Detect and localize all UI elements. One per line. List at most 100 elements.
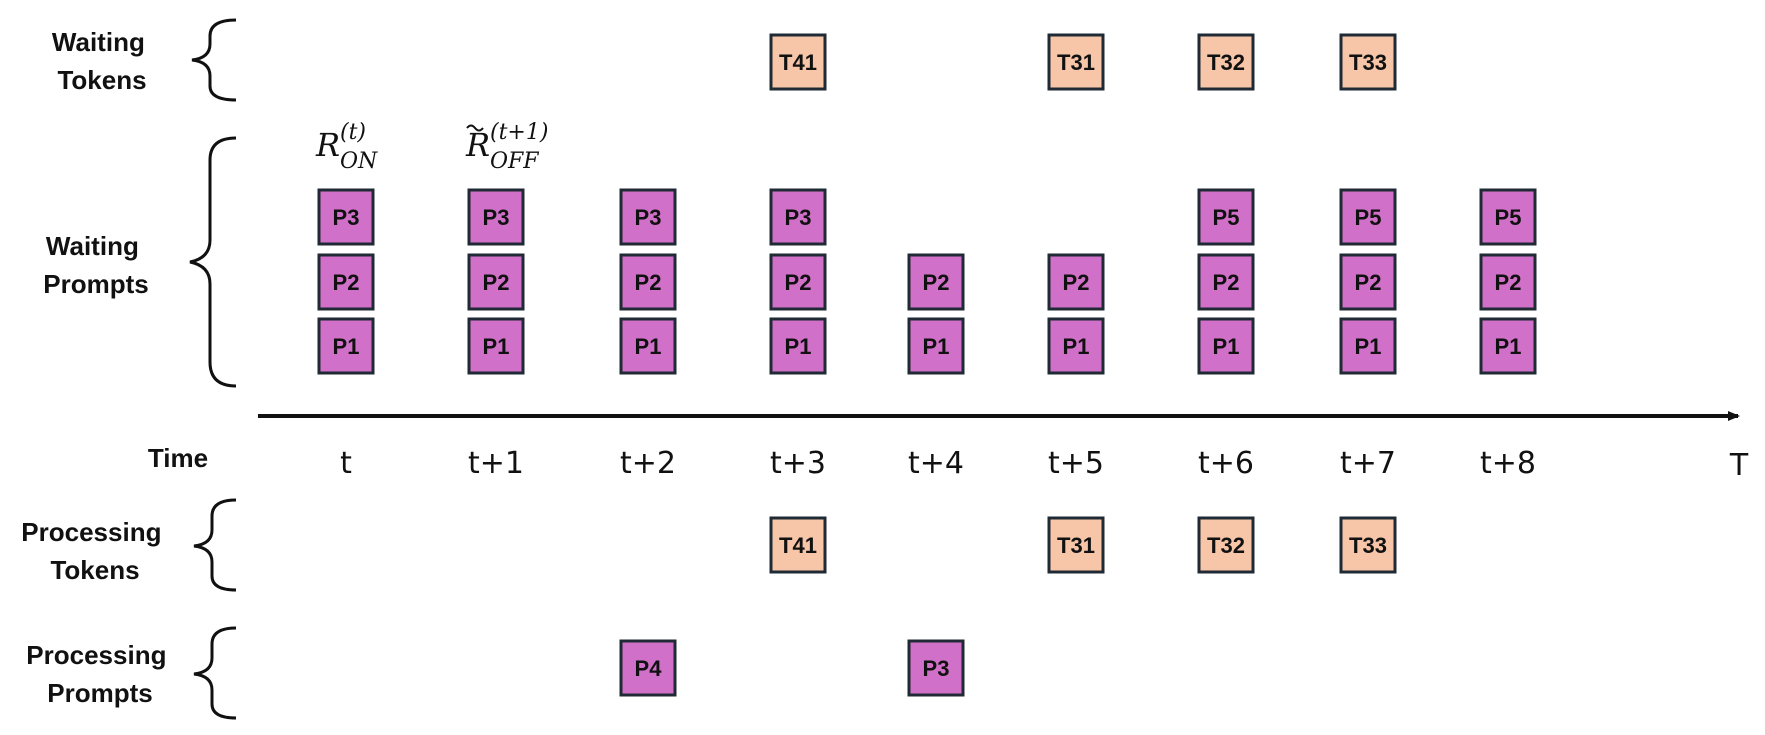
waiting-prompt-box-label: P1 (923, 334, 950, 359)
waiting-prompt-box-label: P1 (333, 334, 360, 359)
waiting-prompt-box: P3 (317, 188, 375, 246)
time-tick-label: t (340, 446, 352, 481)
waiting-token-box: T33 (1339, 33, 1397, 91)
waiting-token-box-label: T41 (779, 50, 817, 75)
waiting-prompt-box-label: P2 (1063, 270, 1090, 295)
time-axis-end-label: T (1729, 448, 1749, 483)
waiting-prompt-box: P1 (467, 317, 525, 375)
waiting-prompt-box: P3 (467, 188, 525, 246)
waiting-prompt-box: P1 (769, 317, 827, 375)
waiting-prompt-box: P5 (1197, 188, 1255, 246)
waiting-prompt-box-label: P1 (1355, 334, 1382, 359)
waiting-prompt-box-label: P2 (923, 270, 950, 295)
time-tick-label: t+6 (1198, 446, 1254, 481)
waiting-prompt-box: P2 (769, 253, 827, 311)
annotation-subscript: OFF (490, 149, 539, 174)
waiting-prompt-box-label: P2 (1213, 270, 1240, 295)
waiting-prompt-box: P1 (1197, 317, 1255, 375)
waiting-token-box: T41 (769, 33, 827, 91)
waiting-prompt-box: P2 (907, 253, 965, 311)
waiting-prompt-box: P2 (1197, 253, 1255, 311)
waiting-token-box-label: T33 (1349, 50, 1387, 75)
time-tick-label: t+2 (620, 446, 676, 481)
waiting-prompt-box: P1 (1339, 317, 1397, 375)
time-tick-label: t+7 (1340, 446, 1396, 481)
time-tick-label: t+5 (1048, 446, 1104, 481)
waiting-prompt-box-label: P3 (333, 205, 360, 230)
waiting-prompt-box-label: P2 (1355, 270, 1382, 295)
processing-tokens-brace (193, 498, 237, 592)
waiting-prompt-box-label: P1 (483, 334, 510, 359)
processing-token-box-label: T32 (1207, 533, 1245, 558)
waiting-prompt-box-label: P1 (785, 334, 812, 359)
waiting-prompt-box-label: P2 (635, 270, 662, 295)
processing-prompt-box: P4 (619, 639, 677, 697)
waiting-prompt-box-label: P3 (483, 205, 510, 230)
waiting-token-box: T31 (1047, 33, 1105, 91)
waiting-prompt-box: P2 (619, 253, 677, 311)
annotation-base: R (315, 126, 340, 164)
waiting-prompt-box-label: P5 (1355, 205, 1382, 230)
waiting-prompt-box-label: P5 (1213, 205, 1240, 230)
processing-prompts-brace (193, 626, 237, 720)
waiting-token-box-label: T31 (1057, 50, 1095, 75)
processing-prompt-box: P3 (907, 639, 965, 697)
processing-token-box: T31 (1047, 516, 1105, 574)
waiting-prompt-box: P1 (907, 317, 965, 375)
waiting-prompt-box: P3 (619, 188, 677, 246)
waiting-prompt-box-label: P1 (635, 334, 662, 359)
processing-tokens-label: Processing Tokens (21, 517, 168, 585)
annotation-tilde (466, 124, 484, 132)
processing-token-box-label: T31 (1057, 533, 1095, 558)
rate-annotation: R(t+1) OFF (465, 120, 548, 174)
waiting-prompts-label: Waiting Prompts (43, 231, 148, 299)
waiting-prompt-box-label: P1 (1063, 334, 1090, 359)
annotation-superscript: (t) (340, 120, 366, 145)
waiting-prompt-box: P1 (317, 317, 375, 375)
waiting-prompt-box: P2 (1479, 253, 1537, 311)
waiting-tokens-label: Waiting Tokens (52, 27, 152, 95)
waiting-prompt-box-label: P2 (333, 270, 360, 295)
waiting-prompts-brace (189, 136, 237, 388)
waiting-prompt-box: P5 (1339, 188, 1397, 246)
waiting-prompt-box: P1 (1047, 317, 1105, 375)
processing-token-box: T33 (1339, 516, 1397, 574)
rate-annotation: R(t) ON (315, 120, 378, 174)
time-tick-label: t+1 (468, 446, 524, 481)
processing-prompt-box-label: P3 (923, 656, 950, 681)
waiting-prompt-box-label: P1 (1495, 334, 1522, 359)
waiting-tokens-brace (191, 18, 237, 102)
waiting-prompt-box-label: P2 (483, 270, 510, 295)
waiting-prompt-box: P2 (317, 253, 375, 311)
waiting-prompt-box: P2 (467, 253, 525, 311)
waiting-prompt-box-label: P2 (1495, 270, 1522, 295)
waiting-prompt-box-label: P2 (785, 270, 812, 295)
annotation-superscript: (t+1) (490, 120, 548, 145)
waiting-prompt-box: P2 (1047, 253, 1105, 311)
waiting-token-box-label: T32 (1207, 50, 1245, 75)
waiting-prompt-box: P5 (1479, 188, 1537, 246)
waiting-prompt-box-label: P5 (1495, 205, 1522, 230)
annotation-base: R (465, 126, 490, 164)
processing-token-box: T32 (1197, 516, 1255, 574)
waiting-prompt-box: P1 (1479, 317, 1537, 375)
time-tick-label: t+4 (908, 446, 964, 481)
time-tick-labels: t t+1 t+2 t+3 t+4 t+5 t+6 t+7 t+8 (340, 446, 1536, 481)
waiting-prompt-box: P2 (1339, 253, 1397, 311)
waiting-prompt-box: P3 (769, 188, 827, 246)
waiting-prompt-box-label: P3 (785, 205, 812, 230)
annotation-subscript: ON (340, 149, 378, 174)
processing-token-box-label: T41 (779, 533, 817, 558)
time-tick-label: t+8 (1480, 446, 1536, 481)
processing-token-box: T41 (769, 516, 827, 574)
time-label: Time (148, 443, 208, 473)
time-tick-label: t+3 (770, 446, 826, 481)
processing-token-box-label: T33 (1349, 533, 1387, 558)
waiting-prompt-box-label: P1 (1213, 334, 1240, 359)
processing-prompts-label: Processing Prompts (26, 640, 173, 708)
waiting-token-box: T32 (1197, 33, 1255, 91)
waiting-prompt-box: P1 (619, 317, 677, 375)
